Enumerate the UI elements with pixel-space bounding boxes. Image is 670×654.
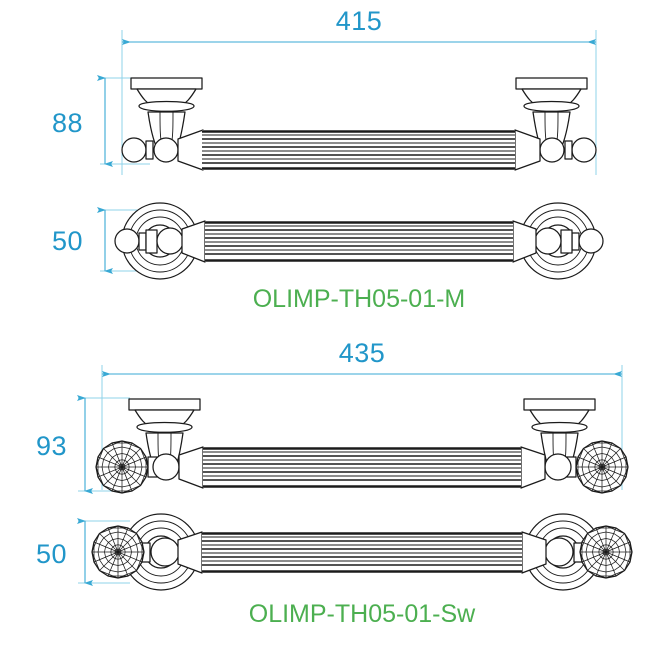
rosette-right-side-top: [512, 202, 604, 280]
towel-bar-side-top: [205, 221, 513, 262]
dimension-label-height-bottom: 93: [36, 431, 67, 461]
product-bottom-front-view: [95, 398, 629, 494]
bracket-right-front-top: [514, 77, 597, 171]
bracket-left-front-top: [121, 77, 204, 171]
product-bottom-side-view: [91, 513, 633, 591]
dimension-label-depth-top: 50: [52, 226, 83, 256]
dimension-height-88: 88: [52, 75, 150, 167]
crystal-knob-left-front: [95, 440, 149, 494]
crystal-knob-left-side: [91, 525, 145, 579]
product-top-side-view: [114, 202, 604, 280]
product-top-front-view: [121, 77, 597, 171]
dimension-label-height-top: 88: [52, 108, 83, 138]
bracket-left-front-bottom: [128, 398, 204, 489]
dimension-label-width-top: 415: [336, 6, 383, 36]
dimension-depth-50-bottom: 50: [36, 518, 130, 586]
rosette-left-side-bottom: [122, 513, 203, 591]
product-bottom-group: 435 93: [36, 338, 633, 628]
dimension-label-depth-bottom: 50: [36, 539, 67, 569]
towel-bar-front-bottom: [203, 447, 521, 488]
towel-bar-front-top: [202, 130, 515, 170]
product-top-group: 415 88: [52, 6, 604, 313]
model-label-bottom: OLIMP-TH05-01-Sw: [249, 600, 476, 628]
model-label-top: OLIMP-TH05-01-M: [253, 285, 466, 313]
rosette-right-side-bottom: [521, 513, 602, 591]
dimension-height-93: 93: [36, 395, 130, 494]
towel-bar-side-bottom: [202, 532, 522, 573]
dimension-label-width-bottom: 435: [339, 338, 386, 368]
crystal-knob-right-side: [579, 525, 633, 579]
crystal-knob-right-front: [575, 440, 629, 494]
rosette-left-side-top: [114, 202, 206, 280]
bracket-right-front-bottom: [520, 398, 596, 489]
dimension-width-415: 415: [121, 6, 597, 175]
